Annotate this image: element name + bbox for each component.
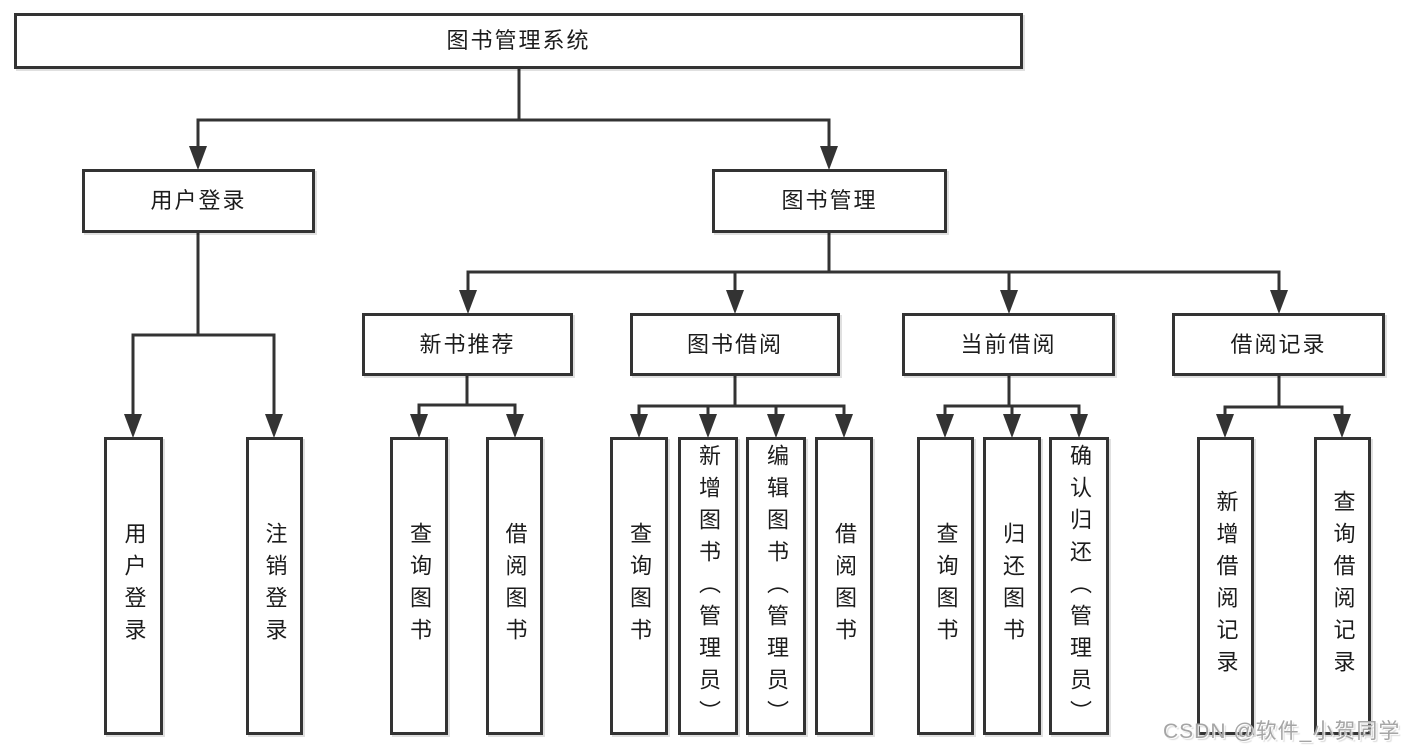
node-current-borrowing: 当前借阅	[902, 313, 1115, 376]
leaf-logout: 注销登录	[246, 437, 303, 735]
leaf-edit-book-admin: 编辑图书（管理员）	[746, 437, 806, 735]
node-book-management: 图书管理	[712, 169, 947, 233]
leaf-return-book: 归还图书	[983, 437, 1041, 735]
csdn-watermark: CSDN @软件_小贺同学	[1163, 720, 1401, 743]
node-library-management-system: 图书管理系统	[14, 13, 1023, 69]
leaf-borrow-books-recommendation: 借阅图书	[486, 437, 543, 735]
leaf-user-login: 用户登录	[104, 437, 163, 735]
leaf-query-books-borrowing: 查询图书	[610, 437, 668, 735]
node-new-book-recommendation: 新书推荐	[362, 313, 573, 376]
node-book-borrowing: 图书借阅	[630, 313, 840, 376]
leaf-query-books-recommendation: 查询图书	[390, 437, 448, 735]
leaf-add-book-admin: 新增图书（管理员）	[678, 437, 738, 735]
leaf-query-borrow-record: 查询借阅记录	[1314, 437, 1371, 735]
leaf-add-borrow-record: 新增借阅记录	[1197, 437, 1254, 735]
leaf-confirm-return-admin: 确认归还（管理员）	[1049, 437, 1109, 735]
node-user-login: 用户登录	[82, 169, 315, 233]
leaf-query-books-current: 查询图书	[917, 437, 974, 735]
leaf-borrow-books-borrowing: 借阅图书	[815, 437, 873, 735]
node-borrowing-records: 借阅记录	[1172, 313, 1385, 376]
